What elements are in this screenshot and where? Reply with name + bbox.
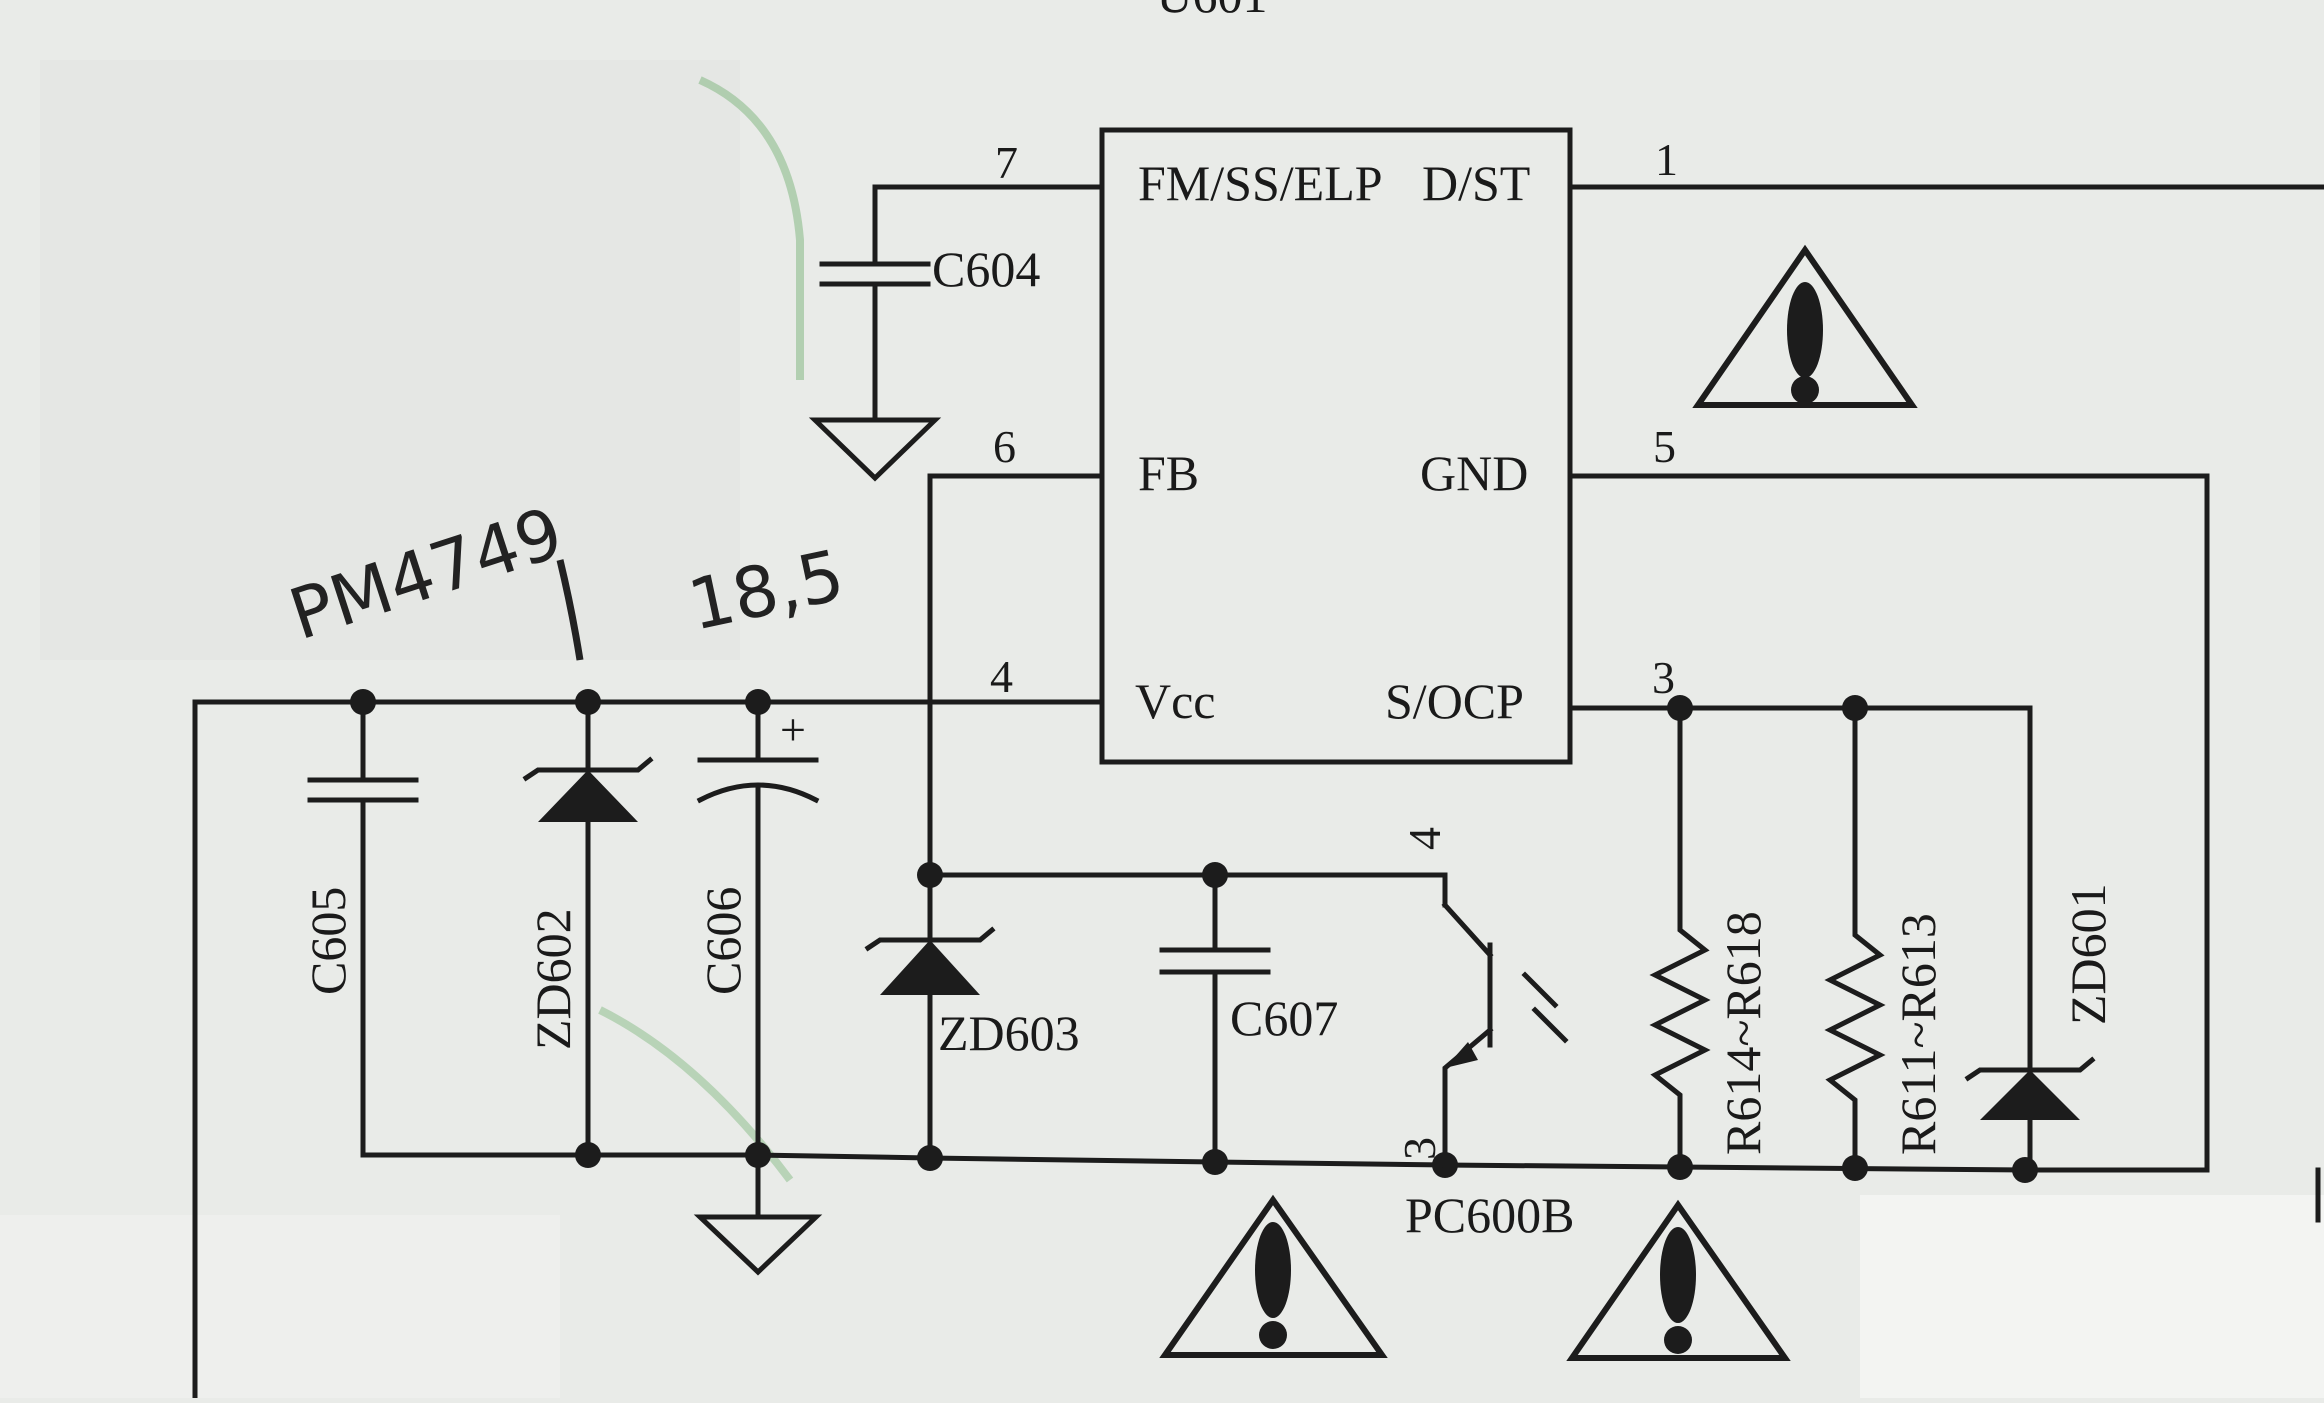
pin-number-7: 7 xyxy=(995,137,1018,188)
c606-label: C606 xyxy=(695,887,751,995)
paper-glare xyxy=(1860,1195,2324,1398)
ic-pin6-name: FB xyxy=(1138,445,1199,501)
c605-label: C605 xyxy=(300,887,356,995)
handwritten-pointer-line xyxy=(556,559,584,661)
warning-triangle-icon xyxy=(1692,244,1918,408)
ic-pin3-name: S/OCP xyxy=(1385,673,1524,729)
c604-capacitor xyxy=(808,184,1105,482)
r614-r618-label: R614~R618 xyxy=(1715,911,1771,1155)
ground-rail-right xyxy=(1442,1162,2028,1173)
ic-pin1-name: D/ST xyxy=(1422,155,1530,211)
zd603-zener xyxy=(864,872,996,1161)
zd602-label: ZD602 xyxy=(525,908,581,1050)
zd601-label: ZD601 xyxy=(2060,883,2116,1025)
pin-number-5: 5 xyxy=(1653,421,1676,472)
ic-pin5-name: GND xyxy=(1420,445,1528,501)
ic-pin4-name: Vcc xyxy=(1135,673,1216,729)
paper-shade xyxy=(40,60,740,660)
pc600b-phototransistor xyxy=(1441,901,1569,1168)
c604-label: C604 xyxy=(932,241,1040,297)
r614-r618-resistor xyxy=(1649,705,1711,1170)
r611-r613-label: R611~R613 xyxy=(1890,913,1946,1155)
pin-number-4: 4 xyxy=(990,651,1013,702)
c607-capacitor xyxy=(927,872,1448,1165)
zd601-zener xyxy=(1964,742,2096,1173)
ic-title: U601 xyxy=(1156,0,1267,23)
pin-number-3: 3 xyxy=(1652,652,1675,703)
ocp-rail xyxy=(1567,705,2033,748)
c607-label: C607 xyxy=(1230,990,1338,1046)
warning-triangle-icon xyxy=(1566,1199,1791,1361)
pin-number-1: 1 xyxy=(1655,134,1678,185)
zd603-label: ZD603 xyxy=(938,1005,1080,1061)
fb-wire xyxy=(927,473,1105,878)
pin-number-6: 6 xyxy=(993,421,1016,472)
paper-glare-left xyxy=(0,1215,560,1398)
c605-capacitor xyxy=(307,699,591,1158)
pc600b-pin3-label: 3 xyxy=(1394,1137,1445,1160)
pc600b-pin4-label: 4 xyxy=(1399,827,1450,850)
ground-rail xyxy=(755,1152,1448,1168)
r611-r613-resistor xyxy=(1824,705,1886,1171)
vcc-rail xyxy=(192,699,1105,1401)
warning-triangle-icon xyxy=(1159,1194,1388,1358)
green-stain xyxy=(698,76,804,380)
pc600b-label: PC600B xyxy=(1405,1187,1575,1243)
ic-pin7-name: FM/SS/ELP xyxy=(1138,155,1383,211)
gnd-wire xyxy=(1567,473,2210,1173)
ic-body-u601 xyxy=(1099,127,1573,765)
c606-polarity-mark: + xyxy=(780,704,806,755)
zd602-zener xyxy=(522,699,761,1158)
